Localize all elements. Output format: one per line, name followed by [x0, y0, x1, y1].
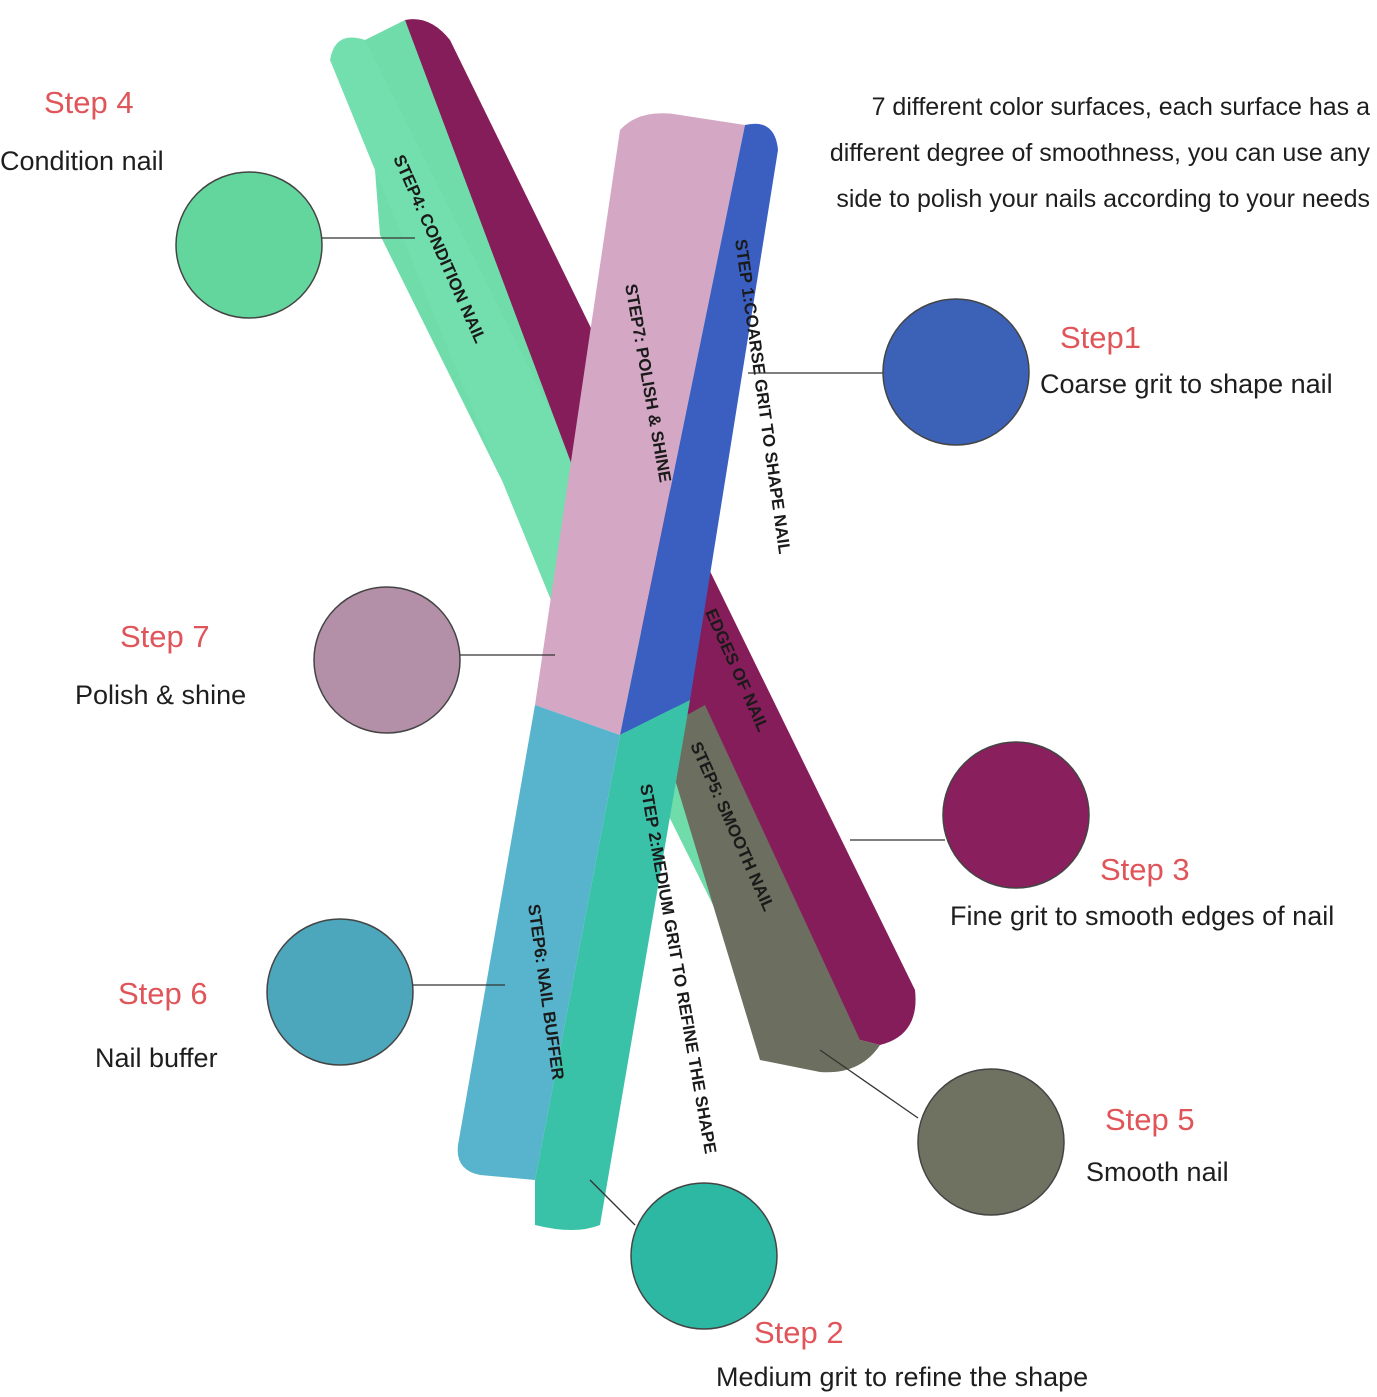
- swatches: [175, 171, 1090, 1330]
- step4-title: Step 4: [44, 85, 134, 120]
- front-buffer-pink-face: [535, 113, 745, 735]
- step7-desc: Polish & shine: [75, 680, 247, 710]
- leader-line-step2: [589, 1179, 636, 1226]
- swatch-step2: [630, 1182, 778, 1330]
- swatch-step4: [175, 171, 323, 319]
- step5-desc: Smooth nail: [1086, 1157, 1229, 1187]
- front-buffer-step1-text: STEP 1:COARSE GRIT TO SHAPE NAIL: [731, 238, 794, 555]
- swatch-step6: [266, 918, 414, 1066]
- step1-desc: Coarse grit to shape nail: [1040, 369, 1333, 399]
- step6-title: Step 6: [118, 976, 208, 1011]
- front-buffer-lightblue-face: [457, 705, 620, 1180]
- step3-title: Step 3: [1100, 852, 1190, 887]
- swatch-step7: [313, 586, 461, 734]
- step3-desc: Fine grit to smooth edges of nail: [950, 901, 1335, 931]
- step6-desc: Nail buffer: [95, 1043, 218, 1073]
- swatch-step1: [882, 298, 1030, 446]
- intro-text: 7 different color surfaces, each surface…: [829, 93, 1370, 213]
- leader-lines: [322, 237, 945, 1226]
- back-buffer-grey-face: [660, 705, 880, 1073]
- step4-desc: Condition nail: [0, 146, 164, 176]
- step2-desc: Medium grit to refine the shape: [716, 1362, 1089, 1392]
- front-buffer-teal-face: [535, 700, 690, 1230]
- front-buffer-blue-face: [620, 123, 778, 735]
- step7-title: Step 7: [120, 619, 210, 654]
- step2-title: Step 2: [754, 1315, 844, 1350]
- leader-line-step5: [819, 1049, 919, 1119]
- swatch-step5: [917, 1068, 1065, 1216]
- step1-title: Step1: [1060, 320, 1142, 355]
- step5-title: Step 5: [1105, 1102, 1195, 1137]
- swatch-step3: [942, 741, 1090, 889]
